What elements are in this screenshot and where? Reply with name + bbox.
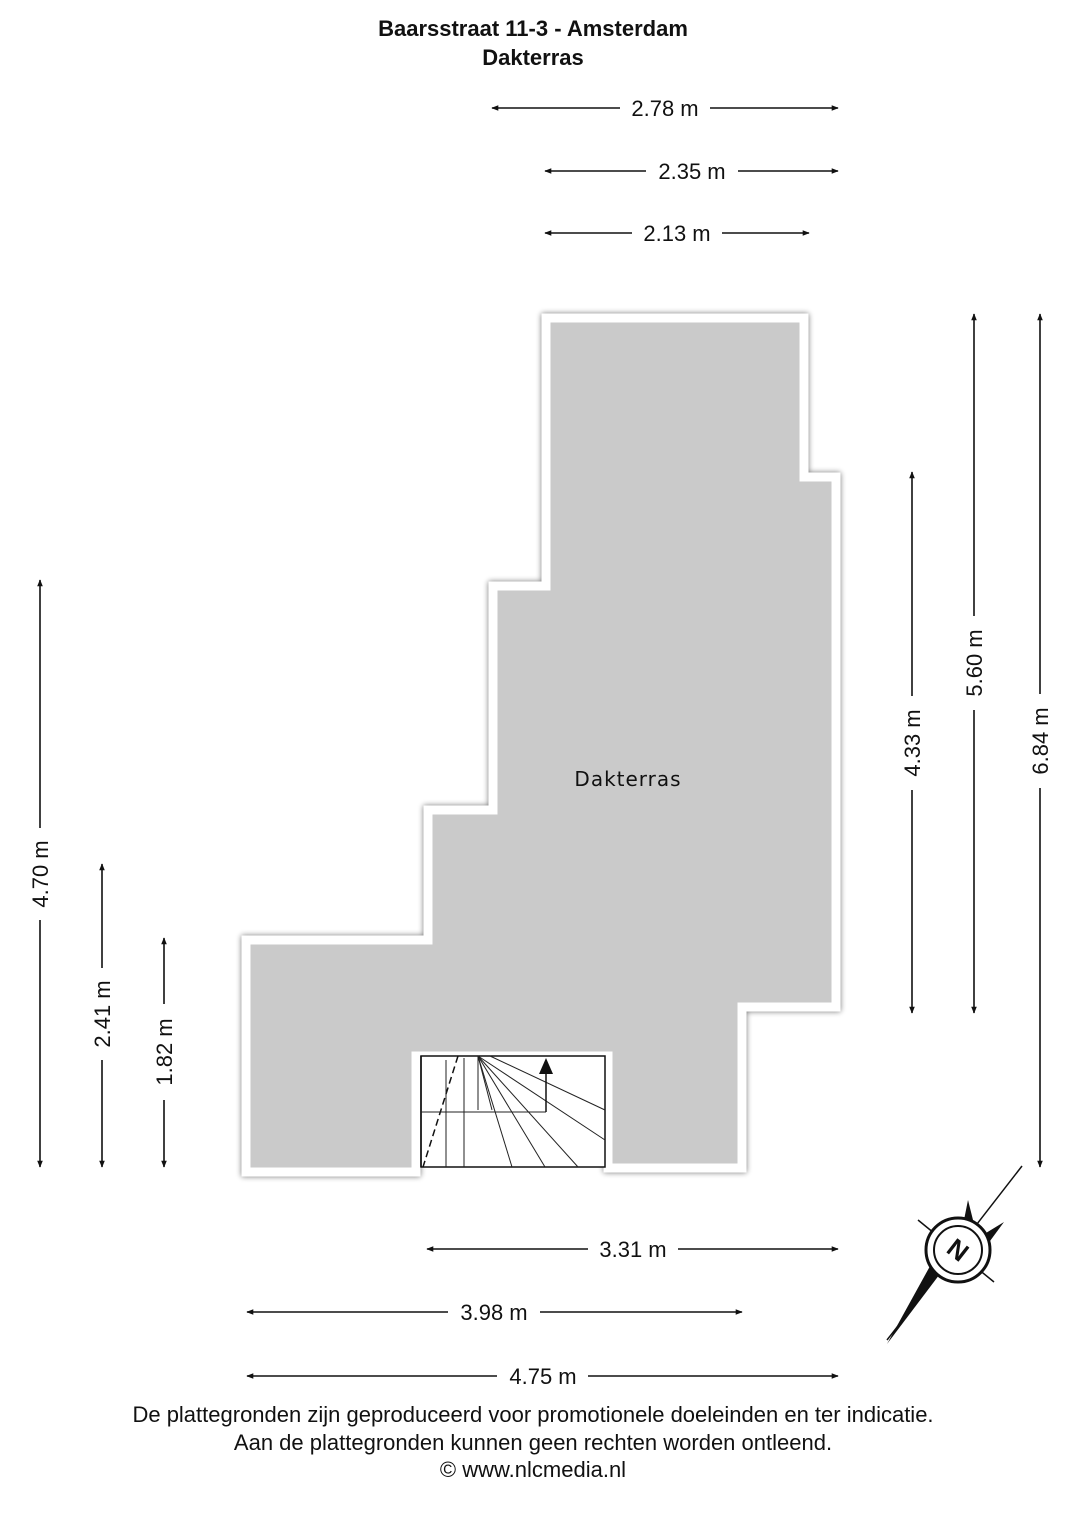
dimension-top-3: 2.13 m	[544, 221, 810, 246]
dimension-right-1: 4.33 m	[900, 471, 925, 1014]
dimension-label: 3.31 m	[599, 1237, 666, 1262]
dimension-top-2: 2.35 m	[544, 159, 839, 184]
room-label: Dakterras	[574, 767, 681, 791]
staircase	[420, 1055, 606, 1168]
disclaimer-line-1: De plattegronden zijn geproduceerd voor …	[132, 1402, 934, 1427]
dimension-bottom-1: 3.31 m	[426, 1237, 839, 1262]
dimension-label: 1.82 m	[152, 1018, 177, 1085]
dimension-label: 3.98 m	[460, 1300, 527, 1325]
dimension-label: 2.41 m	[90, 980, 115, 1047]
stair-direction-icon	[539, 1058, 553, 1074]
dimension-bottom-2: 3.98 m	[246, 1300, 743, 1325]
dimension-right-2: 5.60 m	[962, 313, 987, 1014]
dimension-left-1: 4.70 m	[28, 579, 53, 1168]
dimension-label: 4.75 m	[509, 1364, 576, 1389]
dimension-label: 6.84 m	[1028, 707, 1053, 774]
dimension-left-2: 2.41 m	[90, 863, 115, 1168]
dimension-label: 2.35 m	[658, 159, 725, 184]
plan-address: Baarsstraat 11-3 - Amsterdam	[378, 16, 688, 41]
dimension-left-3: 1.82 m	[152, 937, 177, 1168]
dimension-label: 4.70 m	[28, 840, 53, 907]
dimension-label: 2.78 m	[631, 96, 698, 121]
dimension-label: 5.60 m	[962, 629, 987, 696]
copyright-line: © www.nlcmedia.nl	[439, 1457, 627, 1482]
north-arrow-icon: N	[886, 1165, 1023, 1344]
dimension-label: 2.13 m	[643, 221, 710, 246]
disclaimer-line-2: Aan de plattegronden kunnen geen rechten…	[233, 1430, 833, 1455]
dimension-top-1: 2.78 m	[491, 96, 839, 121]
plan-floor-name: Dakterras	[482, 45, 584, 70]
room-dakterras	[241, 313, 841, 1177]
dimension-bottom-3: 4.75 m	[246, 1364, 839, 1389]
dimension-right-3: 6.84 m	[1028, 313, 1053, 1168]
dimension-label: 4.33 m	[900, 709, 925, 776]
